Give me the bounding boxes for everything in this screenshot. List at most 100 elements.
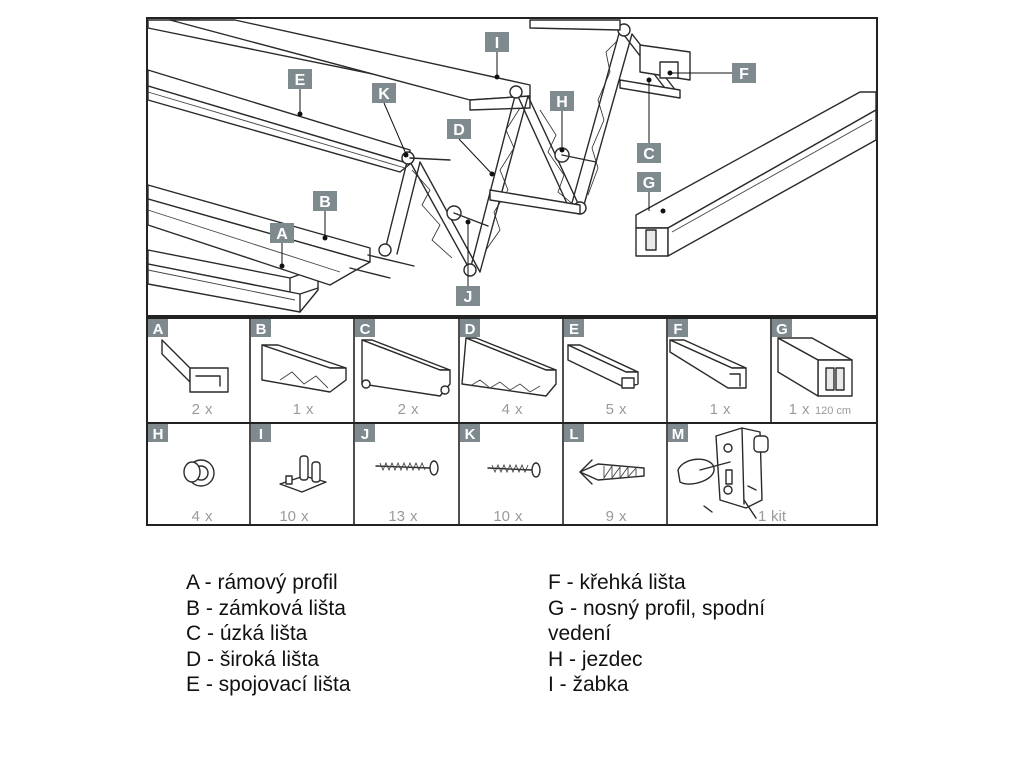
- svg-text:D: D: [453, 122, 465, 139]
- callout-d: D: [447, 119, 495, 177]
- legend-item-i: I - žabka: [548, 673, 629, 696]
- callout-e: E: [288, 69, 312, 117]
- svg-text:K: K: [378, 86, 390, 103]
- part-cell-h: H 4 x: [148, 424, 215, 525]
- svg-text:L: L: [569, 426, 578, 443]
- svg-text:I: I: [259, 426, 263, 443]
- legend-item-g: G - nosný profil, spodní vedení: [548, 596, 766, 646]
- svg-text:A: A: [153, 321, 164, 338]
- parts-grid: [146, 317, 878, 526]
- callout-g: G: [637, 172, 666, 214]
- svg-text:B: B: [256, 321, 267, 338]
- part-cell-j: J 13 x: [355, 424, 439, 525]
- svg-text:2: 2: [398, 401, 406, 418]
- svg-text:B: B: [319, 194, 331, 211]
- svg-text:10: 10: [493, 508, 510, 525]
- legend-item-e: E - spojovací lišta: [186, 673, 351, 696]
- svg-text:G: G: [643, 175, 655, 192]
- part-l-dowel-icon: [579, 459, 645, 485]
- svg-text:x: x: [619, 401, 627, 418]
- profile-f-drawing: [619, 44, 691, 99]
- screws-drawing: [349, 147, 597, 279]
- svg-text:x: x: [515, 401, 523, 418]
- legend-item-c: C - úzká lišta: [186, 622, 308, 645]
- legend-item-h: H - jezdec: [548, 647, 643, 671]
- profile-a-drawing: [147, 249, 319, 313]
- callout-j: J: [456, 219, 480, 306]
- part-a-icon: [161, 339, 229, 393]
- svg-text:9: 9: [606, 508, 614, 525]
- part-g-icon: [777, 337, 853, 397]
- svg-text:kit: kit: [771, 508, 787, 525]
- svg-text:10: 10: [279, 508, 296, 525]
- callout-b: B: [313, 191, 337, 241]
- callout-c: C: [637, 77, 661, 163]
- assembly-illustration: [147, 19, 877, 313]
- callout-f: F: [667, 63, 756, 83]
- svg-text:K: K: [465, 426, 476, 443]
- svg-text:M: M: [672, 426, 685, 443]
- callout-h: H: [550, 91, 574, 153]
- svg-text:x: x: [802, 401, 810, 418]
- svg-text:x: x: [205, 401, 213, 418]
- svg-text:H: H: [556, 94, 568, 111]
- svg-text:x: x: [306, 401, 314, 418]
- svg-text:1: 1: [293, 401, 301, 418]
- profile-g-drawing: [635, 91, 877, 257]
- svg-text:4: 4: [502, 401, 510, 418]
- part-e-icon: [567, 344, 639, 389]
- part-cell-d: D 4 x: [460, 319, 557, 418]
- part-b-icon: [261, 344, 347, 393]
- svg-text:E: E: [569, 321, 579, 338]
- svg-text:F: F: [739, 66, 749, 83]
- part-cell-f: F 1 x: [668, 319, 747, 418]
- part-d-icon: [461, 337, 557, 397]
- callout-i: I: [485, 32, 509, 80]
- legend-left: A - rámový profil B - zámková lišta C - …: [186, 570, 351, 698]
- part-k-screw-icon: [487, 462, 541, 478]
- part-j-screw-icon: [375, 460, 439, 476]
- svg-text:F: F: [673, 321, 682, 338]
- profile-b-drawing: [147, 184, 371, 286]
- legend-item-b: B - zámková lišta: [186, 596, 346, 620]
- svg-text:C: C: [360, 321, 371, 338]
- svg-text:5: 5: [606, 401, 614, 418]
- part-m-lock-icon: [677, 427, 769, 519]
- svg-text:13: 13: [388, 508, 405, 525]
- svg-text:4: 4: [192, 508, 200, 525]
- part-cell-k: K 10 x: [460, 424, 541, 525]
- part-cell-e: E 5 x: [564, 319, 639, 418]
- svg-text:J: J: [464, 289, 473, 306]
- part-cell-g: G 1 x 120 cm: [772, 319, 853, 418]
- svg-text:x: x: [515, 508, 523, 525]
- part-cell-c: C 2 x: [355, 319, 451, 418]
- svg-text:x: x: [723, 401, 731, 418]
- legend-item-d: D - široká lišta: [186, 647, 320, 671]
- profile-d-drawing: [489, 19, 621, 215]
- part-h-icon: [183, 459, 215, 487]
- part-f-icon: [669, 339, 747, 389]
- svg-text:2: 2: [192, 401, 200, 418]
- svg-text:J: J: [361, 426, 369, 443]
- part-cell-a: A 2 x: [148, 319, 229, 418]
- svg-text:D: D: [465, 321, 476, 338]
- part-cell-i: I 10 x: [251, 424, 327, 525]
- part-c-icon: [361, 339, 451, 397]
- callout-a: A: [270, 223, 294, 269]
- svg-text:120 cm: 120 cm: [815, 405, 851, 417]
- part-cell-l: L 9 x: [564, 424, 645, 525]
- svg-text:x: x: [205, 508, 213, 525]
- svg-text:1: 1: [789, 401, 797, 418]
- part-cell-b: B 1 x: [251, 319, 347, 418]
- svg-text:G: G: [776, 321, 788, 338]
- svg-text:1: 1: [710, 401, 718, 418]
- legend-right: F - křehká lišta G - nosný profil, spodn…: [548, 570, 828, 698]
- assembly-diagram: A B C D E F G H: [146, 17, 878, 526]
- svg-text:x: x: [619, 508, 627, 525]
- svg-text:x: x: [411, 401, 419, 418]
- svg-text:C: C: [643, 146, 655, 163]
- legend-item-a: A - rámový profil: [186, 571, 338, 594]
- svg-text:I: I: [495, 35, 499, 52]
- part-i-icon: [279, 455, 327, 493]
- callout-k: K: [372, 83, 409, 158]
